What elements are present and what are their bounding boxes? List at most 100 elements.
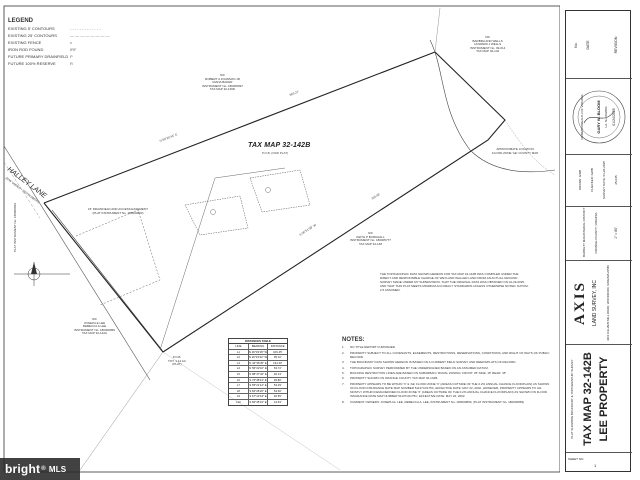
table-cell: S 82°45'31" E	[249, 399, 269, 405]
bearing-label: S 56°51'38" W	[298, 223, 317, 237]
easement-line	[75, 209, 161, 306]
note-item: 3.THE BOUNDARY DATA SHOWN HEREON IS BASE…	[342, 360, 517, 365]
note-item: 4.TOPOGRAPHIC SURVEY PERFORMED BY THE UN…	[342, 365, 489, 370]
sheet-label: SHEET NO.	[568, 457, 585, 461]
company-address: 4401 KILLIANS MILL ROAD, WOODFORD, VIRGI…	[606, 265, 610, 341]
note-item: 1.NO TITLE REPORT FURNISHED.	[342, 345, 396, 350]
legend-row: FUTURE PRIMARY DRAINFIELD P	[8, 53, 148, 60]
watermark-reg: ®	[41, 466, 46, 472]
adjacent-owner-label: N/F ROBERT A JOHNSON JR DIANA BAKER INST…	[202, 73, 243, 92]
table-cell: 63.72'	[273, 366, 282, 371]
revision-label: REVISION	[614, 36, 618, 54]
table-header-cell: BEARING	[249, 344, 269, 349]
scale-label: 1" = 80'	[614, 227, 618, 239]
table-cell: L5	[229, 371, 249, 377]
legend-label: FUTURE PRIMARY DRAINFIELD	[8, 54, 69, 59]
adjacent-owner-label: N/F BARBRA AND WELLS HOWARD J WELLS INST…	[470, 35, 506, 54]
adjacent-parcel-line	[434, 7, 441, 53]
primary-drainfield-area	[184, 195, 249, 236]
legend-symbol: x	[70, 40, 72, 45]
table-cell: L1	[229, 349, 249, 355]
note-text: PROPERTY SHOWN ON ORANGE COUNTY TAX MAP …	[350, 376, 439, 381]
table-header-cell: LINE	[229, 344, 249, 349]
note-text: CURRENT OWNERS: JOSEPH E. LEE, REBECCA A…	[350, 399, 525, 404]
adjacent-owner-label: N/F JOSEPH E LEE REBECCA A LEE INSTRUMEN…	[74, 317, 115, 336]
table-cell: S 55°21'12" E	[249, 383, 269, 388]
legend-label: EXISTING 5' CONTOURS	[8, 26, 55, 31]
legend-row: EXISTING FENCE x	[8, 39, 148, 46]
road-centerline	[3, 161, 41, 219]
seal-license: Lic. No. 002084	[604, 106, 608, 128]
bearing-label: 683.27'	[289, 90, 300, 97]
table-cell: 106.45'	[273, 349, 283, 354]
legend-row: EXISTING 5' CONTOURS - - - - - - - - - -…	[8, 25, 148, 32]
notes-section: NOTES: 1.NO TITLE REPORT FURNISHED. 2.PR…	[342, 337, 552, 405]
road-edge-line	[3, 145, 151, 381]
note-item: 8.CURRENT OWNERS: JOSEPH E. LEE, REBECCA…	[342, 399, 525, 404]
plat-title: PLAT SHOWING BOUNDARY & TOPOGRAPHIC SURV…	[570, 359, 574, 439]
district-name: BARNETT MAGISTERIAL DISTRICT	[582, 207, 586, 257]
table-cell: 95.10'	[273, 355, 282, 360]
legend-symbol: - - - - - - - - - - - - -	[70, 26, 101, 31]
table-cell: S 82°28'20" E	[249, 388, 269, 394]
drainfield-marker-icon	[265, 187, 271, 193]
note-item: 7.PROPERTY APPEARS TO BE WITHIN 'X' & 'A…	[342, 382, 552, 399]
note-text: PROPERTY SUBJECT TO ALL COVENANTS, EASEM…	[350, 350, 550, 359]
stream-line	[429, 39, 556, 173]
table-header-cell: DISTANCE	[270, 344, 285, 348]
seal-date: 01/24/2025	[612, 108, 616, 126]
note-text: BUILDING RESTRICTION LINES ARE BASED ON …	[350, 370, 506, 375]
parcel-boundary-line	[43, 51, 506, 353]
table-cell: 54.60'	[273, 388, 282, 393]
table-cell: 93.80'	[273, 377, 282, 382]
legend-row: EXISTING 25' CONTOURS — — — — — — — —	[8, 32, 148, 39]
tax-map-subtitle: P.O.B. (ODD PLAT)	[262, 151, 289, 155]
legend-label: FUTURE 100% RESERVE	[8, 61, 56, 66]
table-header-row: LINE BEARING DISTANCE	[229, 344, 287, 350]
drafting-info-block: DRAWN: GWB CHECKED: GWB SURVEY DATE: 01-…	[566, 155, 632, 207]
owner-title: LEE PROPERTY	[598, 356, 610, 442]
table-cell: L10	[229, 399, 249, 405]
bright-mls-watermark: bright ® MLS	[0, 458, 80, 480]
table-cell: L7	[229, 383, 249, 388]
table-cell: N 42°36'45" E	[249, 360, 269, 366]
legend-symbol: P	[70, 54, 73, 59]
table-cell: 46.55'	[273, 394, 282, 399]
district-block: BARNETT MAGISTERIAL DISTRICT ORANGE COUN…	[566, 207, 632, 261]
frontage-line	[51, 209, 163, 351]
revision-date-label: DATE	[586, 40, 590, 50]
flood-location-label: APPROXIMATE LOCATION FLOOD ZONE 'AE' COU…	[492, 147, 539, 155]
notes-title: NOTES:	[342, 337, 365, 343]
table-cell: 53.29'	[273, 383, 282, 388]
legend-title: LEGEND	[8, 18, 34, 24]
project-title: TAX MAP 32-142B	[582, 352, 594, 446]
easement-label: 15' DRAINFIELD AND ACCESS EASEMENT (PLAT…	[88, 207, 148, 215]
note-text: TOPOGRAPHIC SURVEY PERFORMED BY THE UNDE…	[350, 365, 489, 370]
project-title-block: PLAT SHOWING BOUNDARY & TOPOGRAPHIC SURV…	[566, 345, 632, 453]
seal-name: GARY W. BLOOM	[596, 100, 601, 134]
table-cell: L3	[229, 360, 249, 366]
distances-table: DISTANCES TABLE LINE BEARING DISTANCE L1…	[228, 338, 288, 406]
company-block: AXIS LAND SURVEY, INC 4401 KILLIANS MILL…	[566, 261, 632, 345]
watermark-sub: MLS	[48, 464, 67, 474]
note-text: NO TITLE REPORT FURNISHED.	[350, 345, 396, 350]
legend-row: FUTURE 100% RESERVE R	[8, 60, 148, 67]
county-name: ORANGE COUNTY, VIRGINIA	[594, 212, 598, 254]
company-subtitle: LAND SURVEY, INC	[592, 280, 598, 326]
checked-by: CHECKED: GWB	[590, 168, 594, 192]
table-cell: 44.63'	[273, 399, 282, 404]
legend-label: IRON ROD FOUND	[8, 47, 44, 52]
survey-date: SURVEY DATE: 01-20-2025	[602, 161, 606, 199]
table-cell: N 26°15'22" W	[248, 355, 269, 360]
drainfield-marker-icon	[210, 209, 216, 215]
drawn-by: DRAWN: GWB	[578, 169, 582, 191]
